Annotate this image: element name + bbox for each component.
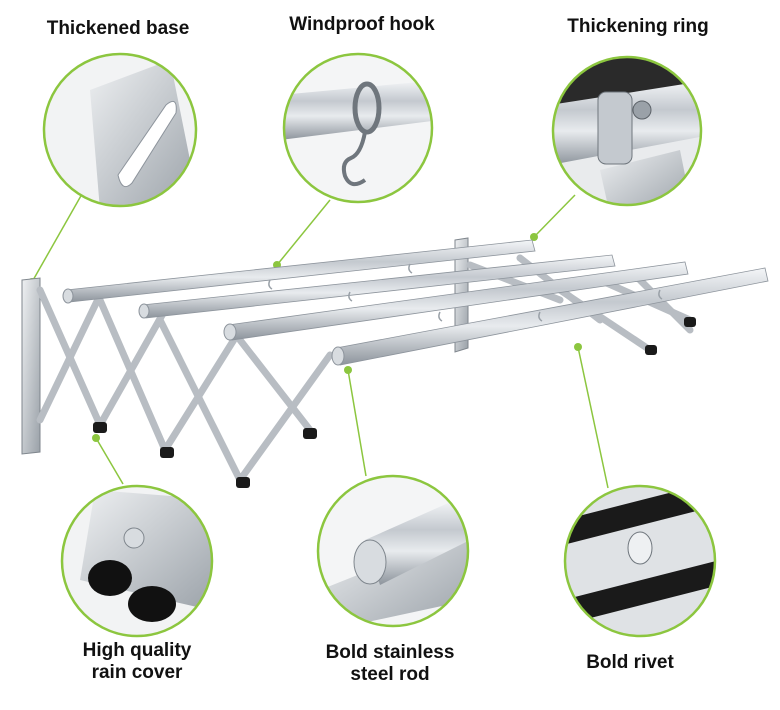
- detail-circle-thickening-ring: [551, 55, 703, 207]
- detail-circle-bold-rivet: [563, 484, 717, 638]
- wall-base-plate: [21, 277, 41, 455]
- hooks: [268, 263, 663, 322]
- detail-circle-rain-cover: [60, 484, 214, 638]
- label-thickened-base: Thickened base: [46, 18, 190, 39]
- drying-rack: [21, 237, 769, 488]
- rubber-feet: [93, 317, 696, 488]
- steel-rods: [62, 239, 769, 366]
- label-steel-rod: Bold stainless steel rod: [325, 642, 455, 685]
- callout-lines: [31, 193, 609, 489]
- detail-circle-thickened-base: [42, 52, 198, 208]
- detail-circle-windproof-hook: [282, 52, 434, 204]
- label-windproof-hook: Windproof hook: [289, 14, 435, 35]
- label-thickening-ring: Thickening ring: [567, 16, 709, 37]
- label-bold-rivet: Bold rivet: [586, 652, 674, 673]
- detail-circle-steel-rod: [316, 474, 470, 628]
- callout-dots: [28, 233, 582, 442]
- label-rain-cover: High quality rain cover: [82, 640, 192, 683]
